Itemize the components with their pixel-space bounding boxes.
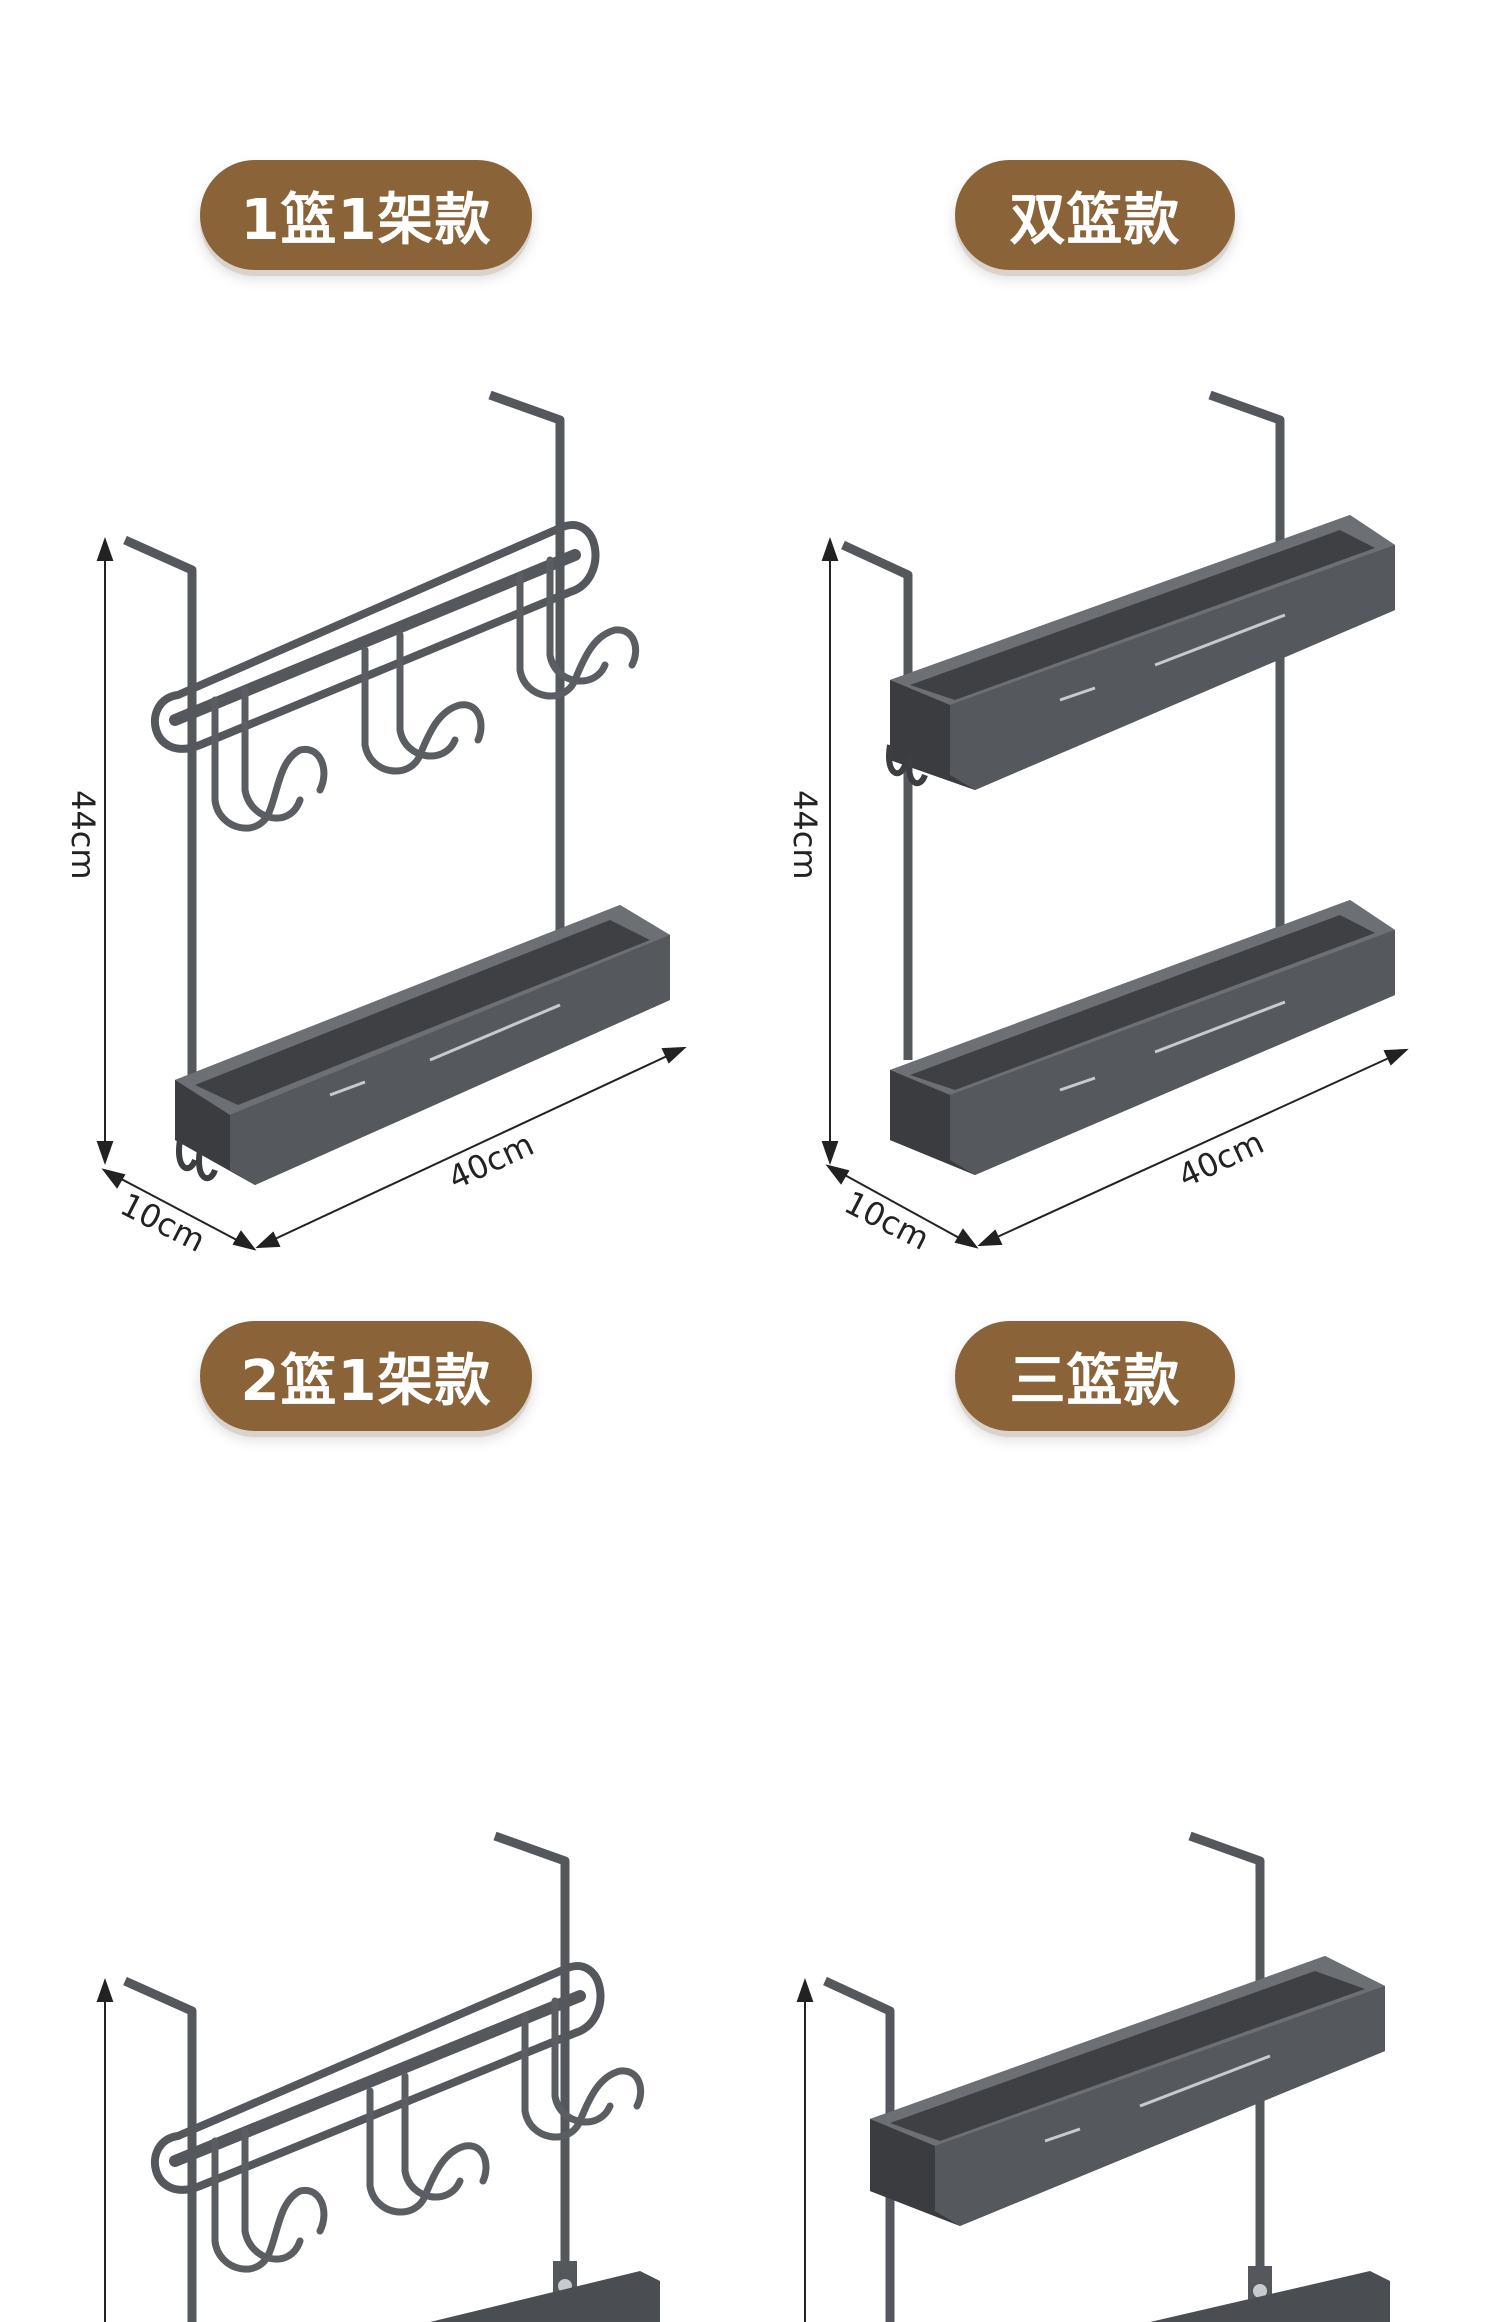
rack-frame: [123, 390, 565, 1090]
product-illustration-3: [96, 1831, 660, 2322]
hook-bar: [151, 521, 600, 753]
lower-basket: [890, 900, 1395, 1175]
width-dimension: [255, 1046, 687, 1249]
side-hooks: [886, 744, 928, 787]
rack-frame: [123, 1831, 570, 2322]
width-dimension: [977, 1048, 1409, 1247]
utensil-hooks: [211, 556, 640, 832]
utensil-hooks: [211, 1997, 645, 2273]
variant-4-triple-basket: 三篮款: [750, 1161, 1500, 2322]
height-dimension: [796, 1977, 814, 2322]
height-label: 44cm: [786, 790, 824, 879]
rack-frame: [823, 1831, 1265, 2322]
basket: [175, 905, 670, 1185]
product-illustration-1: 44cm 10cm 40cm: [64, 390, 687, 1260]
depth-dimension: [825, 1164, 979, 1249]
height-dimension: [96, 1977, 114, 2322]
height-dimension: [96, 536, 114, 1166]
product-illustration-2: 44cm 10cm 40cm: [786, 390, 1409, 1258]
basket-top-edge: [1150, 2271, 1390, 2322]
height-label: 44cm: [64, 790, 102, 879]
side-hooks: [176, 1139, 218, 1182]
variant-label-pill: 三篮款: [955, 1321, 1235, 1431]
upper-basket: [870, 1956, 1385, 2226]
rack-frame: [841, 390, 1285, 1060]
variant-label-pill: 1篮1架款: [200, 160, 532, 270]
variant-1-basket-1-rack: 1篮1架款 44cm 10cm 40cm: [0, 0, 750, 1260]
hook-bar: [151, 1962, 605, 2194]
basket-top-edge: [430, 2271, 660, 2322]
variant-3-basket-2-rack: 2篮1架款: [0, 1161, 750, 2322]
variant-label-pill: 双篮款: [955, 160, 1235, 270]
variant-label-pill: 2篮1架款: [200, 1321, 532, 1431]
depth-dimension: [101, 1168, 257, 1251]
height-dimension: [821, 536, 839, 1166]
product-illustration-4: [796, 1831, 1390, 2322]
upper-basket: [890, 515, 1395, 790]
variant-2-double-basket: 双篮款 44cm 10cm 40cm: [750, 0, 1500, 1258]
